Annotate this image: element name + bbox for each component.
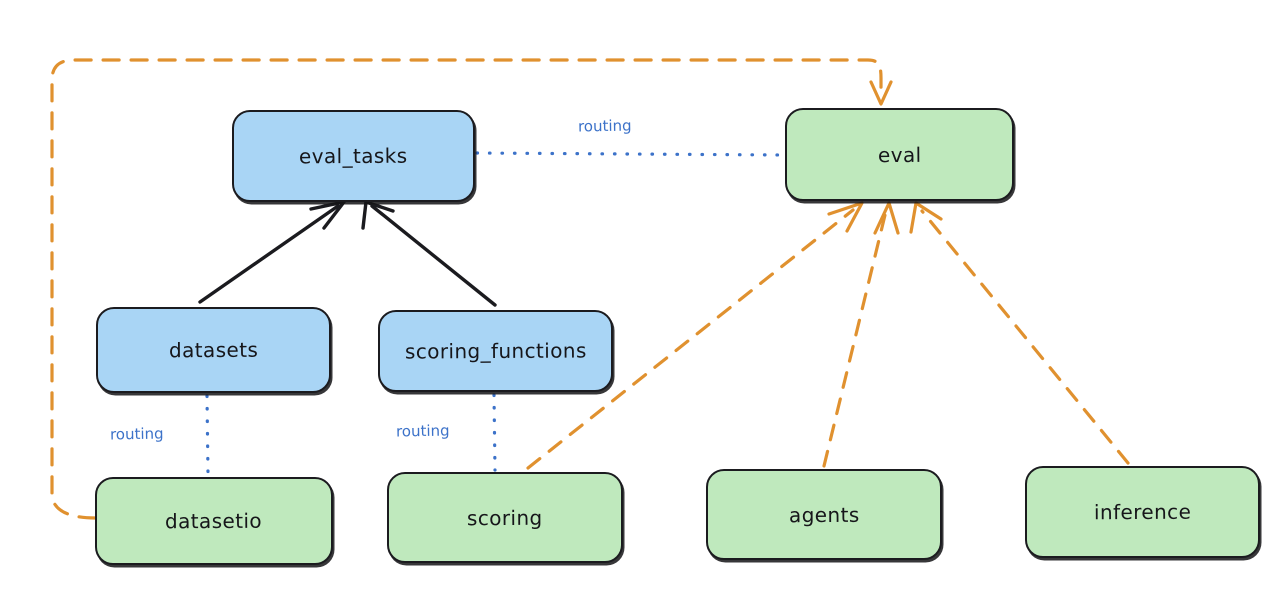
- edge-datasets-to-datasetio: [205, 394, 210, 476]
- arrowhead-icon: [361, 200, 395, 230]
- edge-datasets-to-eval_tasks: [198, 200, 346, 304]
- arrowhead-icon: [309, 200, 346, 230]
- arrowhead-icon: [909, 201, 943, 234]
- node-label-datasets: datasets: [168, 337, 259, 363]
- node-label-scoring_functions: scoring_functions: [404, 338, 587, 364]
- arrowhead-icon: [873, 201, 900, 235]
- edge-label-routing-datasets-datasetio: routing: [109, 424, 164, 444]
- edge-label-routing-eval_tasks-eval: routing: [577, 116, 632, 136]
- node-label-agents: agents: [788, 502, 860, 527]
- node-datasetio[interactable]: datasetio: [95, 477, 333, 565]
- arrowhead-icon: [869, 80, 893, 106]
- edge-inference-to-eval: [909, 201, 1130, 465]
- node-agents[interactable]: agents: [706, 469, 942, 560]
- node-eval_tasks[interactable]: eval_tasks: [232, 110, 475, 202]
- node-label-datasetio: datasetio: [165, 508, 263, 534]
- node-inference[interactable]: inference: [1025, 466, 1260, 558]
- edge-agents-to-eval: [822, 201, 900, 468]
- node-label-scoring: scoring: [467, 505, 543, 530]
- node-label-eval_tasks: eval_tasks: [299, 143, 408, 169]
- node-label-eval: eval: [877, 142, 922, 167]
- node-scoring_functions[interactable]: scoring_functions: [378, 310, 613, 392]
- edge-label-routing-scoring_functions-scoring: routing: [395, 421, 450, 441]
- edge-eval_tasks-to-eval: [475, 151, 786, 157]
- edge-scoring_functions-to-eval_tasks: [361, 200, 497, 307]
- node-label-inference: inference: [1093, 499, 1192, 525]
- node-scoring[interactable]: scoring: [387, 472, 623, 563]
- edge-scoring_functions-to-scoring: [492, 393, 497, 472]
- node-eval[interactable]: eval: [785, 108, 1014, 201]
- arrowhead-icon: [827, 201, 864, 233]
- node-datasets[interactable]: datasets: [96, 307, 331, 393]
